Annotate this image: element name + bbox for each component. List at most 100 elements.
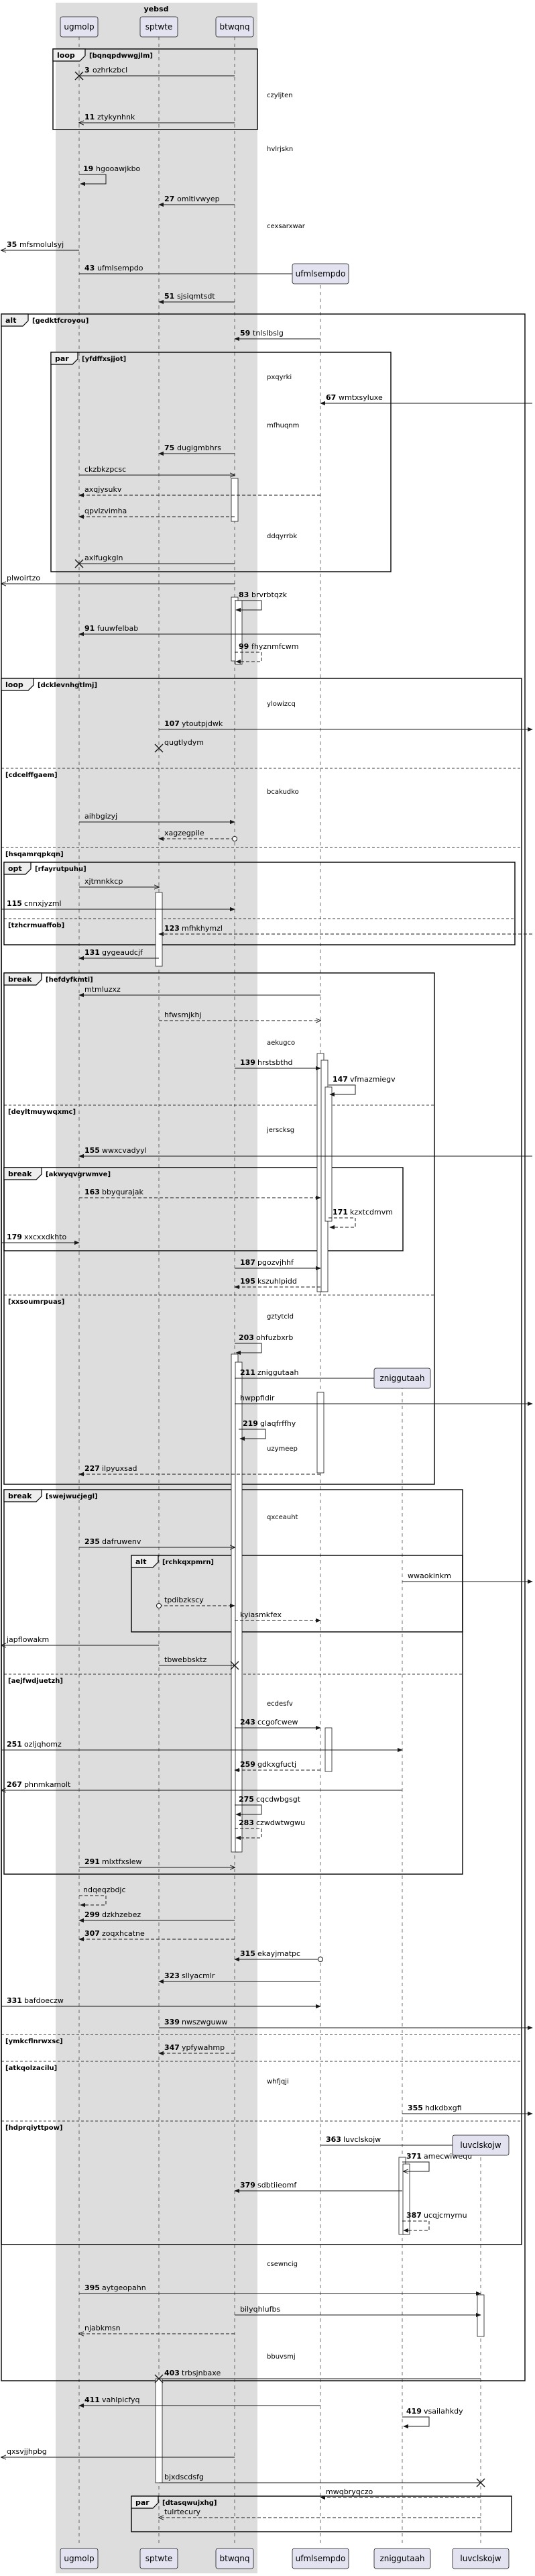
message-text: gygeaudcjf <box>102 948 143 957</box>
fragment-separator: [aejfwdjuetzh] <box>4 1673 463 1685</box>
message-number: 291 <box>84 1857 100 1866</box>
message[interactable]: mtmluzxz <box>78 985 320 998</box>
message[interactable]: ckzbkzpcsc <box>79 465 235 475</box>
message[interactable]: njabkmsn <box>79 2324 235 2334</box>
message[interactable]: hfwsmjkhj <box>159 1011 320 1021</box>
fragment-keyword: opt <box>8 864 22 873</box>
message[interactable]: hwppfidir <box>235 1394 533 1406</box>
message[interactable]: axqjysukv <box>78 485 320 498</box>
divider-note: qxceauht <box>267 1514 298 1521</box>
message[interactable]: qpvlzvimha <box>78 507 235 519</box>
message[interactable]: xagzegpile <box>158 829 237 841</box>
participant-ufmlsempdo-created[interactable]: ufmlsempdo <box>292 263 349 285</box>
message[interactable]: tulrtecury <box>159 2508 481 2518</box>
message-number: 19 <box>83 164 93 173</box>
message[interactable]: tpdibzkscy <box>156 1596 235 1608</box>
participant-btwqnq-top[interactable]: btwqnq <box>215 16 254 38</box>
message[interactable]: mwqbryqczo <box>320 2487 481 2500</box>
participant-sptwte-bottom[interactable]: sptwte <box>139 2548 178 2569</box>
message[interactable]: aihbgizyj <box>79 812 235 825</box>
message[interactable]: bjxdscdsfg <box>159 2473 485 2487</box>
participant-btwqnq-bottom[interactable]: btwqnq <box>215 2548 254 2569</box>
message[interactable]: tbwebbsktz <box>159 1655 239 1670</box>
message-text: bcakudko <box>267 788 299 796</box>
message[interactable]: plwoirtzo <box>1 574 235 584</box>
participant-luvclskojw-bottom[interactable]: luvclskojw <box>452 2548 510 2569</box>
message-text: wmtxsyluxe <box>339 393 383 402</box>
participant-ufmlsempdo-bottom[interactable]: ufmlsempdo <box>292 2548 349 2569</box>
participant-ugmolp-top[interactable]: ugmolp <box>60 16 99 38</box>
participant-ugmolp-bottom[interactable]: ugmolp <box>60 2548 99 2569</box>
message-text: fhyznmfcwm <box>251 642 298 651</box>
fragment-separator: [tzhcrmuaffob] <box>4 918 515 929</box>
message[interactable]: axlfugkgln <box>74 554 235 568</box>
message[interactable]: xjtmnkkcp <box>79 877 159 887</box>
message[interactable]: japflowakm <box>1 1635 159 1645</box>
message[interactable]: wwaokinkm <box>402 1572 533 1584</box>
participant-zniggutaah-bottom[interactable]: zniggutaah <box>373 2548 431 2569</box>
message[interactable]: qugtlydym <box>154 738 204 753</box>
participant-zniggutaah-created[interactable]: zniggutaah <box>373 1368 431 1389</box>
message[interactable]: qxsvjjhpbg <box>1 2447 235 2457</box>
message[interactable]: kyiasmkfex <box>235 1610 321 1623</box>
participant-luvclskojw-created[interactable]: luvclskojw <box>452 2134 510 2156</box>
message-number: 59 <box>240 329 250 338</box>
participant-sptwte-top[interactable]: sptwte <box>139 16 178 38</box>
fragment-condition: [hefdyfkmti] <box>46 976 93 984</box>
message-text: fuuwfelbab <box>97 624 138 633</box>
self-message[interactable]: ndqeqzbdjc <box>79 1886 126 1908</box>
message[interactable]: bilyqhlufbs <box>235 2305 481 2318</box>
message-number: 411 <box>84 2395 100 2404</box>
